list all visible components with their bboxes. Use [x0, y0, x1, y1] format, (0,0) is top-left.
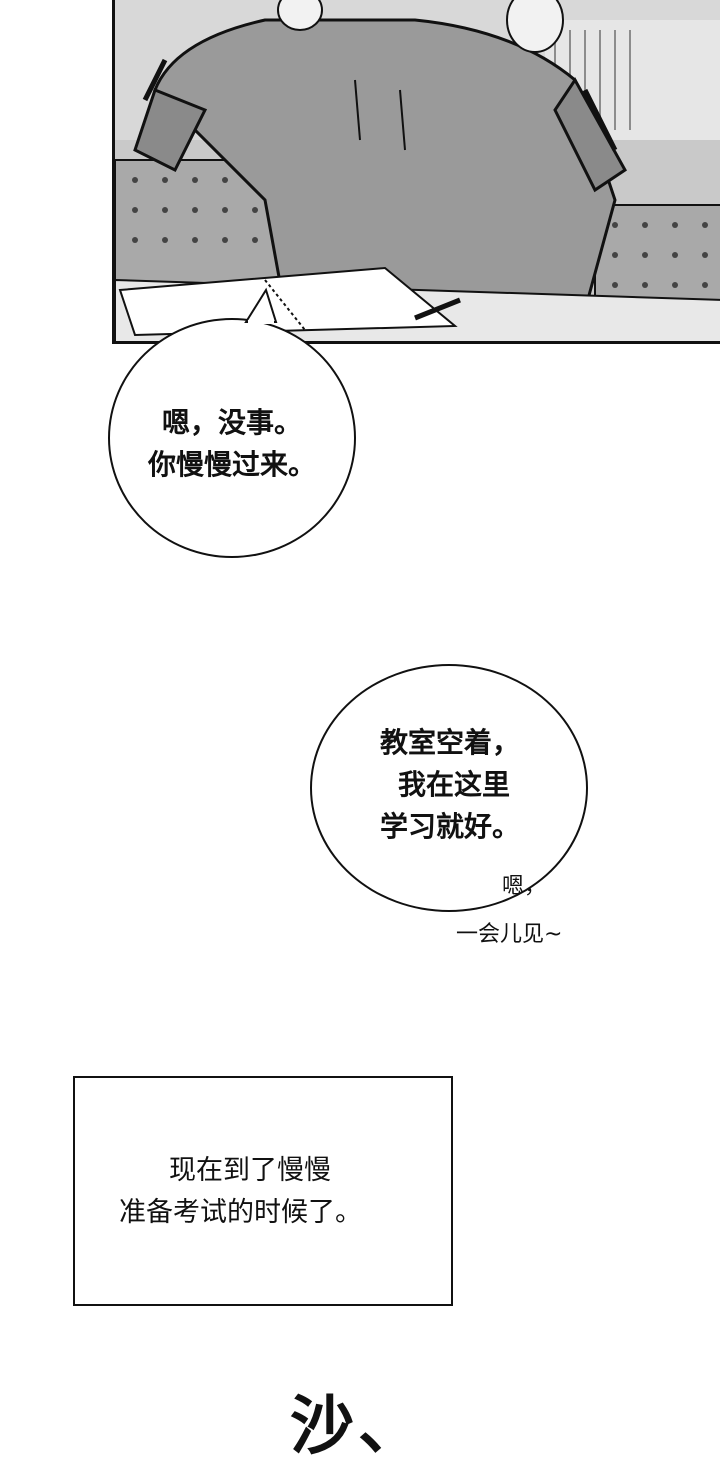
speech-line: 你慢慢过来。 — [148, 448, 317, 481]
sound-effect: 沙、 — [290, 1390, 426, 1464]
speech-bubble-first: 嗯，没事。 你慢慢过来。 — [108, 318, 356, 558]
speech-line: 嗯，没事。 — [162, 406, 303, 439]
handwritten-aside: 一会儿见~ — [456, 922, 563, 947]
speech-line: 学习就好。 — [380, 810, 521, 843]
speech-line: 教室空着， — [380, 726, 521, 759]
classroom-illustration — [115, 0, 720, 341]
speech-line: 我在这里 — [398, 768, 511, 801]
handwritten-aside: 嗯， — [502, 874, 547, 899]
speech-bubble-second: 教室空着， 我在这里 学习就好。 — [310, 664, 588, 912]
narration-line: 准备考试的时候了。 — [119, 1197, 362, 1228]
comic-panel-classroom — [112, 0, 720, 344]
narration-line: 现在到了慢慢 — [169, 1155, 331, 1186]
speech-bubble-tail — [244, 287, 278, 324]
narration-caption: 现在到了慢慢 准备考试的时候了。 — [73, 1076, 453, 1306]
